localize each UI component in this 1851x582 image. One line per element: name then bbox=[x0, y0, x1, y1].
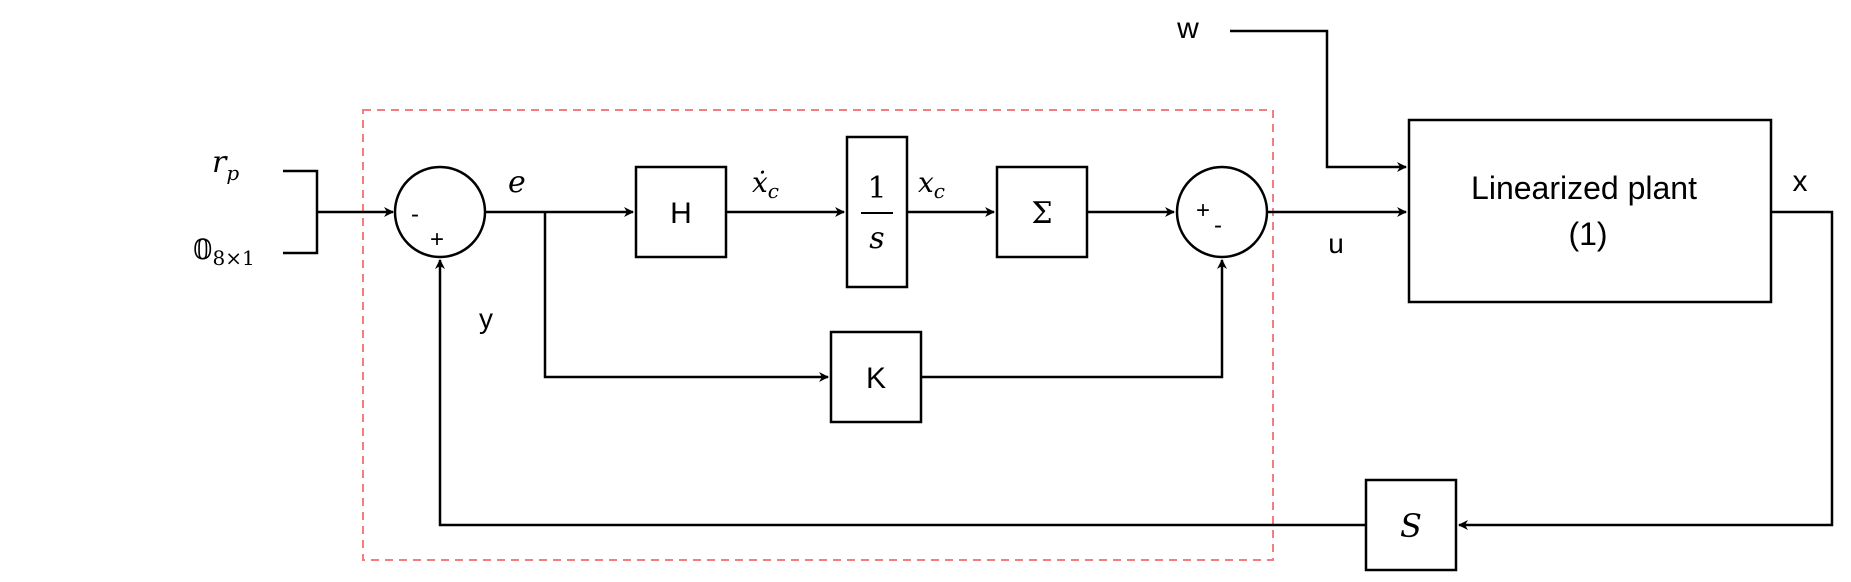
block-S-label: S bbox=[1400, 507, 1422, 545]
signal-xdot-c-label: ẋc bbox=[752, 166, 779, 203]
plant-to-S-arrow bbox=[1458, 210, 1834, 530]
block-H bbox=[634, 165, 728, 259]
summing-junction-2 bbox=[1175, 165, 1269, 259]
sum1-plus-sign: + bbox=[430, 226, 444, 253]
integrator-denominator: s bbox=[869, 221, 884, 256]
S-to-sum1-feedback-arrow bbox=[435, 259, 1366, 527]
controller-boundary bbox=[362, 109, 1274, 561]
plant-label-line2: (1) bbox=[1568, 216, 1607, 252]
block-sigma-label: Σ bbox=[1031, 196, 1052, 231]
block-K-label: K bbox=[866, 362, 886, 395]
input-zero-vector-label: 𝟘8×1 bbox=[193, 233, 255, 270]
w-to-plant-arrow bbox=[1230, 29, 1407, 172]
disturbance-w-label: w bbox=[1176, 12, 1199, 45]
signal-xc-label: xc bbox=[918, 166, 945, 203]
integrator-numerator: 1 bbox=[867, 171, 886, 206]
block-K bbox=[829, 330, 923, 424]
block-linearized-plant bbox=[1407, 118, 1773, 304]
sum1-minus-sign: - bbox=[411, 201, 419, 228]
K-to-sum2-arrow bbox=[921, 259, 1227, 379]
plant-label-line1: Linearized plant bbox=[1471, 170, 1697, 206]
input-rp-label: rp bbox=[212, 145, 239, 185]
signal-u-label: u bbox=[1328, 228, 1344, 259]
sum2-minus-sign: - bbox=[1214, 212, 1222, 239]
input-mux-bracket bbox=[283, 169, 319, 255]
e-branch-to-K-arrow bbox=[543, 212, 829, 382]
signal-y-label: y bbox=[479, 303, 493, 334]
block-S bbox=[1364, 478, 1458, 572]
sum2-plus-sign: + bbox=[1196, 197, 1210, 224]
block-H-label: H bbox=[670, 197, 692, 230]
signal-e-label: e bbox=[508, 165, 526, 200]
signal-x-label: x bbox=[1793, 165, 1808, 198]
